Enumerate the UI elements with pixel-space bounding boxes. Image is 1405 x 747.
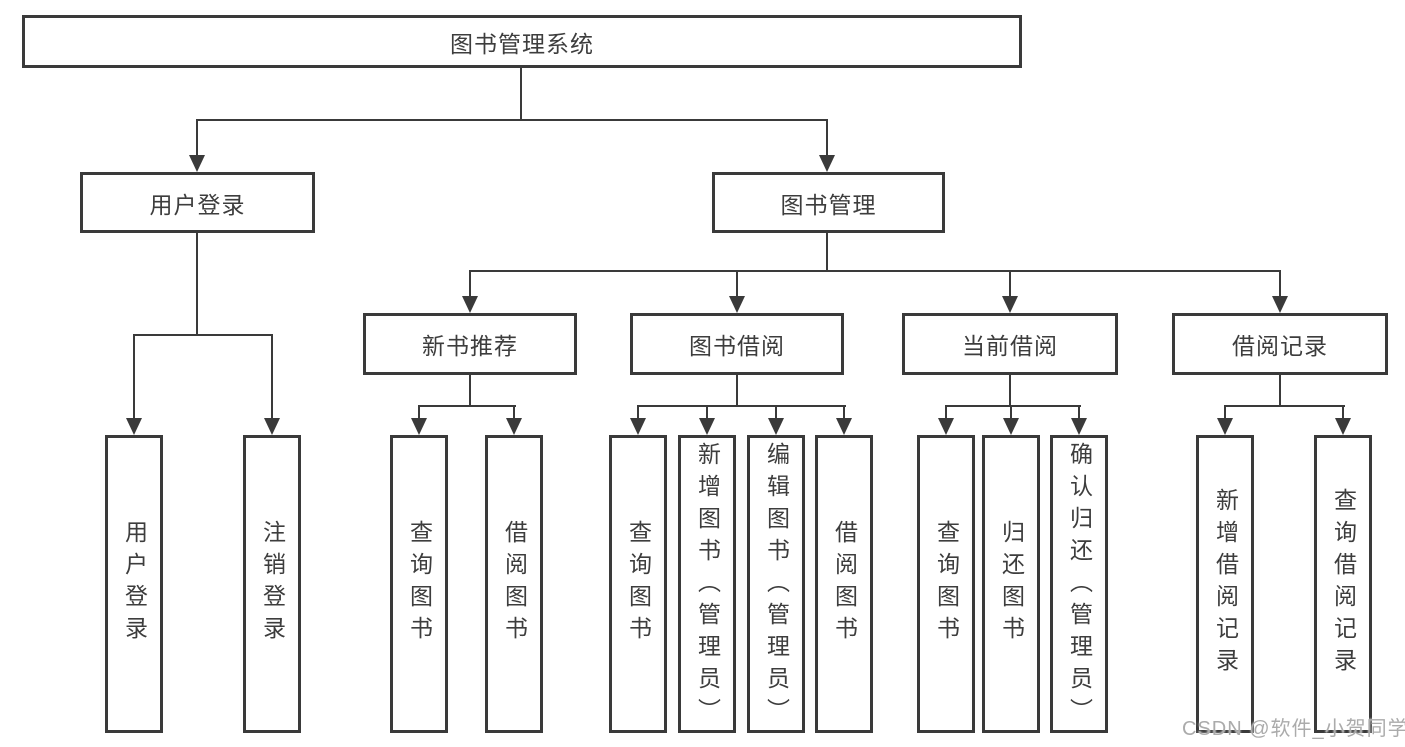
connector-root-stem (520, 68, 522, 120)
connector-arrow-add-borrow-record (1217, 406, 1233, 435)
node-leaf-confirm-return-admin: 确认归还（管理员） (1050, 435, 1108, 733)
connector-arrow-leaf-logout (264, 335, 280, 435)
node-leaf-borrow-book-2: 借阅图书 (815, 435, 873, 733)
connector-borrow-records-bus (1224, 405, 1345, 407)
connector-root-bus (196, 119, 828, 121)
connector-arrow-query-book-2 (630, 406, 646, 435)
connector-borrow-records-stem (1279, 375, 1281, 407)
node-leaf-return-book: 归还图书 (982, 435, 1040, 733)
connector-book-borrow-bus (637, 405, 846, 407)
node-book-borrow: 图书借阅 (630, 313, 844, 375)
connector-arrow-query-borrow-record (1335, 406, 1351, 435)
node-leaf-user-login: 用户登录 (105, 435, 163, 733)
node-leaf-query-book-2: 查询图书 (609, 435, 667, 733)
node-leaf-edit-book-admin: 编辑图书（管理员） (747, 435, 805, 733)
connector-user-login-bus (133, 334, 273, 336)
node-borrow-records: 借阅记录 (1172, 313, 1388, 375)
connector-arrow-confirm-return-admin (1071, 406, 1087, 435)
node-user-login: 用户登录 (80, 172, 315, 233)
node-book-management: 图书管理 (712, 172, 945, 233)
connector-arrow-borrow-records (1272, 271, 1288, 313)
node-leaf-add-book-admin: 新增图书（管理员） (678, 435, 736, 733)
connector-arrow-user-login (189, 120, 205, 172)
connector-current-borrow-stem (1009, 375, 1011, 407)
node-leaf-query-book-3: 查询图书 (917, 435, 975, 733)
connector-book-borrow-stem (736, 375, 738, 407)
node-leaf-query-book-1: 查询图书 (390, 435, 448, 733)
connector-book-management-bus (469, 270, 1281, 272)
connector-arrow-book-borrow (729, 271, 745, 313)
watermark-text: CSDN @软件_小贺同学 (1182, 718, 1405, 740)
node-leaf-logout: 注销登录 (243, 435, 301, 733)
connector-arrow-query-book-3 (938, 406, 954, 435)
connector-user-login-stem (196, 233, 198, 336)
connector-book-management-stem (826, 233, 828, 272)
node-current-borrow: 当前借阅 (902, 313, 1118, 375)
connector-current-borrow-bus (945, 405, 1081, 407)
node-leaf-add-borrow-record: 新增借阅记录 (1196, 435, 1254, 733)
connector-new-book-recommend-stem (469, 375, 471, 407)
node-root: 图书管理系统 (22, 15, 1022, 68)
connector-arrow-edit-book-admin (768, 406, 784, 435)
connector-arrow-new-book-recommend (462, 271, 478, 313)
node-leaf-query-borrow-record: 查询借阅记录 (1314, 435, 1372, 733)
node-leaf-borrow-book-1: 借阅图书 (485, 435, 543, 733)
connector-new-book-recommend-bus (418, 405, 516, 407)
connector-arrow-borrow-book-2 (836, 406, 852, 435)
node-new-book-recommend: 新书推荐 (363, 313, 577, 375)
connector-arrow-query-book-1 (411, 406, 427, 435)
connector-arrow-add-book-admin (699, 406, 715, 435)
connector-arrow-borrow-book-1 (506, 406, 522, 435)
connector-arrow-current-borrow (1002, 271, 1018, 313)
connector-arrow-book-management (819, 120, 835, 172)
connector-arrow-leaf-user-login (126, 335, 142, 435)
connector-arrow-return-book (1003, 406, 1019, 435)
